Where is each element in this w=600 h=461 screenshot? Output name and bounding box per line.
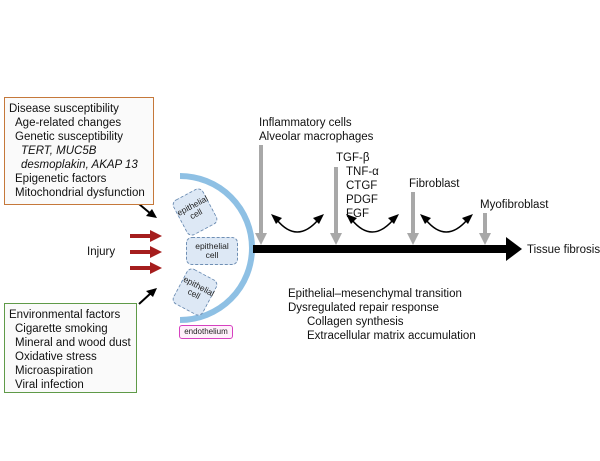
fibroblast-label: Fibroblast [409,178,460,190]
susceptibility-connector-arrow [138,203,152,215]
epithelial-cell-middle-label-1: epithelial [195,241,229,251]
disease-susceptibility-box: Disease susceptibility Age-related chang… [4,97,154,205]
environment-item: Mineral and wood dust [15,337,131,349]
mediator-label: FGF [346,208,369,220]
susceptibility-genes-1: TERT, MUC5B [21,145,97,157]
susceptibility-title: Disease susceptibility [9,103,119,115]
inflammatory-down-arrow [255,145,267,245]
environment-item: Oxidative stress [15,351,97,363]
tissue-fibrosis-label: Tissue fibrosis [527,244,600,256]
environment-item: Microaspiration [15,365,93,377]
feedback-arrows [276,219,468,233]
collagen-synthesis-label: Collagen synthesis [307,316,404,328]
mediator-label: TGF-β [336,152,370,164]
myofibroblast-down-arrow [479,213,491,245]
injury-label: Injury [87,246,116,258]
endothelium-box: endothelium [179,325,233,339]
epithelial-cell-middle-label-2: cell [205,250,219,260]
environment-item: Cigarette smoking [15,323,108,335]
susceptibility-genes-2: desmoplakin, AKAP 13 [21,159,138,171]
susceptibility-connector-head [146,209,157,218]
mediators-down-arrow [330,167,342,245]
feedback-arrowheads [271,214,473,224]
environment-item: Viral infection [15,379,84,391]
fibroblast-down-arrow [407,192,419,245]
environment-connector-head [146,288,157,297]
mediator-label: PDGF [346,194,378,206]
susceptibility-age: Age-related changes [15,117,122,129]
mediator-label: TNF-α [346,166,379,178]
inflammatory-cells-label: Inflammatory cells [259,117,352,129]
main-fibrosis-arrow [253,237,522,261]
ecm-accumulation-label: Extracellular matrix accumulation [307,330,476,342]
emt-label: Epithelial–mesenchymal transition [288,288,462,300]
alveolar-macrophages-label: Alveolar macrophages [259,131,374,143]
dysregulated-repair-label: Dysregulated repair response [288,302,439,314]
injury-arrows [130,230,162,274]
mediator-label: CTGF [346,180,378,192]
myofibroblast-label: Myofibroblast [480,199,549,211]
susceptibility-epigenetic: Epigenetic factors [15,173,107,185]
susceptibility-genetic: Genetic susceptibility [15,131,124,143]
environment-title: Environmental factors [9,309,121,321]
environmental-factors-box: Environmental factors Cigarette smoking … [4,303,137,393]
epithelium-arc [179,173,255,323]
epithelial-cell-middle: epithelial cell [186,237,238,265]
environment-connector-arrow [138,292,152,305]
susceptibility-mitochondrial: Mitochondrial dysfunction [15,187,145,199]
